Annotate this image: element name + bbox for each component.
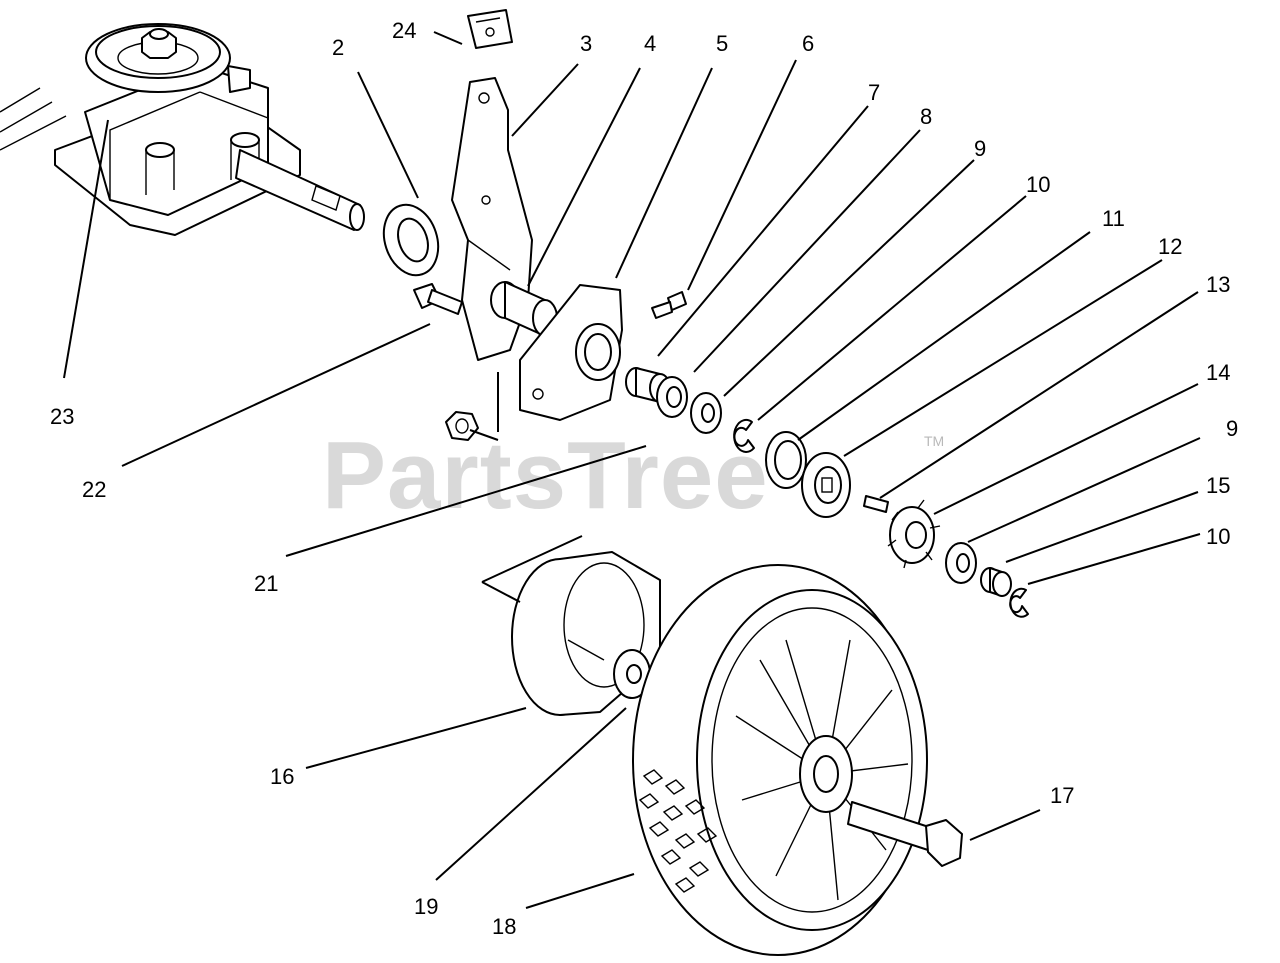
callout-2: 2 bbox=[332, 35, 344, 60]
part-18-wheel bbox=[632, 564, 928, 956]
transmission-gearbox bbox=[0, 23, 365, 236]
part-21-nut bbox=[445, 411, 479, 441]
part-19-washer bbox=[613, 649, 651, 699]
part-9-washer bbox=[690, 392, 722, 434]
part-4-bushing bbox=[490, 281, 558, 337]
part-8-washer bbox=[656, 376, 688, 418]
callout-10: 10 bbox=[1026, 172, 1050, 197]
callout-18: 18 bbox=[492, 914, 516, 939]
part-10-eclip-b bbox=[1009, 587, 1029, 618]
callout-11: 11 bbox=[1102, 206, 1125, 231]
part-15-bushing bbox=[980, 567, 1012, 597]
part-24-clip bbox=[467, 9, 513, 49]
leader-lines bbox=[63, 31, 1201, 909]
part-22-bolt bbox=[413, 283, 463, 315]
callout-4: 4 bbox=[644, 31, 656, 56]
callout-23: 23 bbox=[50, 404, 74, 429]
part-17-axle-bolt bbox=[847, 801, 963, 867]
callout-9: 9 bbox=[974, 136, 986, 161]
callout-12: 12 bbox=[1158, 234, 1182, 259]
part-12-bearing bbox=[801, 452, 851, 518]
callout-16: 16 bbox=[270, 764, 294, 789]
callout-17: 17 bbox=[1050, 783, 1074, 808]
callout-13: 13 bbox=[1206, 272, 1230, 297]
callout-7: 7 bbox=[868, 80, 880, 105]
callout-22: 22 bbox=[82, 477, 106, 502]
part-9-washer-b bbox=[945, 542, 977, 584]
callout-21: 21 bbox=[254, 571, 278, 596]
callout-14: 14 bbox=[1206, 360, 1230, 385]
part-13-key bbox=[863, 495, 889, 513]
callout-15: 15 bbox=[1206, 473, 1230, 498]
part-2-spacer bbox=[382, 203, 440, 277]
callout-5: 5 bbox=[716, 31, 728, 56]
callout-10b: 10 bbox=[1206, 524, 1230, 549]
watermark-trademark: TM bbox=[924, 433, 944, 449]
callout-9b: 9 bbox=[1226, 416, 1238, 441]
callout-6: 6 bbox=[802, 31, 814, 56]
part-11-spacer bbox=[765, 431, 807, 489]
part-10-eclip bbox=[733, 419, 755, 453]
callout-3: 3 bbox=[580, 31, 592, 56]
part-5-housing bbox=[519, 284, 623, 421]
watermark: PartsTree bbox=[322, 422, 769, 529]
callout-8: 8 bbox=[920, 104, 932, 129]
part-6-screw bbox=[651, 291, 687, 319]
part-14-gear bbox=[887, 499, 941, 569]
callout-24: 24 bbox=[392, 18, 416, 43]
callout-labels: 24 2 3 4 5 6 7 8 9 10 11 12 13 14 9 15 1… bbox=[50, 18, 1238, 939]
callout-19: 19 bbox=[414, 894, 438, 919]
